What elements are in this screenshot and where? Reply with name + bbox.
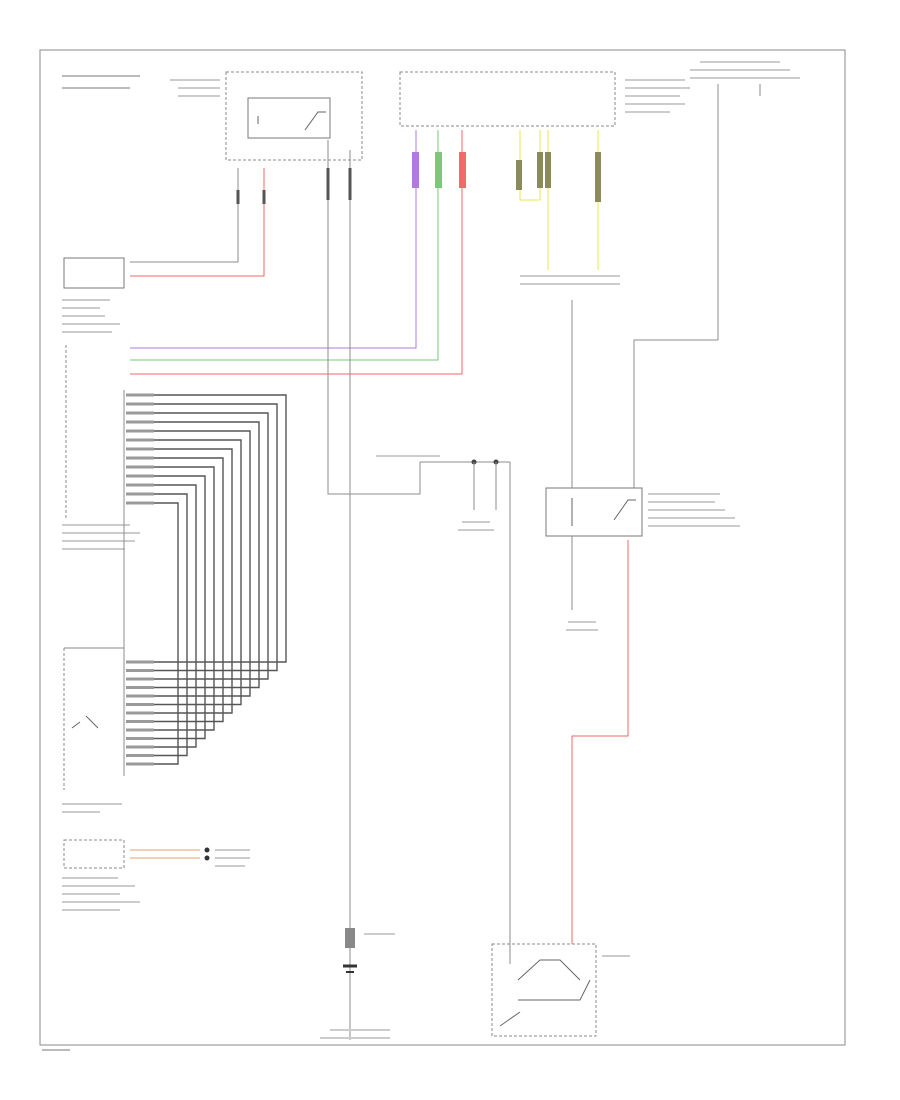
relay-down-wires — [326, 140, 421, 935]
harness-wire — [130, 493, 188, 757]
harness-wire-label — [126, 402, 154, 406]
harness-wire — [130, 502, 179, 765]
harness-wire-label — [126, 501, 154, 505]
harness-wire-label — [126, 754, 154, 757]
harness-wire — [130, 412, 269, 680]
harness-wire — [130, 403, 278, 672]
harness-wire-label — [126, 669, 154, 672]
fuse-panel — [690, 61, 800, 340]
harness-wire-label — [126, 474, 154, 478]
harness-wire — [130, 484, 197, 748]
harness-wire-label — [126, 660, 154, 664]
gear-selector-module — [62, 647, 124, 813]
starter-relay — [545, 300, 740, 631]
diagram-frame — [39, 49, 846, 1046]
harness-wire-label — [126, 720, 154, 723]
harness-wire — [130, 448, 233, 714]
harness-wire-label — [126, 420, 154, 424]
harness-wire-label — [126, 483, 154, 487]
harness-wire-label — [126, 465, 154, 469]
yellow-sensor-wires — [516, 130, 620, 285]
harness-wire — [130, 394, 287, 663]
harness-wire-label — [126, 737, 154, 740]
harness-wire-label — [126, 429, 154, 433]
selector-lever-module — [62, 839, 250, 911]
harness-wire-label — [126, 411, 154, 415]
harness-wire-label — [126, 711, 154, 715]
harness-wire-label — [126, 447, 154, 451]
colored-signal-wires — [130, 130, 466, 375]
harness-wire-label — [126, 438, 154, 442]
harness-wire-label — [126, 694, 154, 698]
harness-wire-label — [126, 492, 154, 496]
ground-splice — [376, 455, 511, 940]
harness-wire — [130, 430, 251, 697]
harness-wire-label — [126, 703, 154, 706]
harness-wire — [130, 439, 242, 706]
production-notes — [62, 75, 140, 89]
harness-wire-label — [126, 686, 154, 689]
harness-wire-label — [126, 456, 154, 460]
harness-wire-label — [126, 677, 154, 681]
harness-wire — [130, 475, 206, 740]
harness-wire — [130, 457, 224, 723]
harness-wire-label — [126, 393, 154, 397]
wires-relay-to-module — [130, 168, 266, 277]
harness-wire — [130, 466, 215, 731]
wire-harness-bundle — [123, 390, 287, 776]
harness-wire-label — [126, 745, 154, 749]
starter-motor — [491, 940, 630, 1037]
control-module-top — [399, 71, 690, 127]
harness-wire — [130, 421, 260, 689]
battery — [320, 928, 395, 1040]
harness-wire-label — [126, 728, 154, 732]
module-left-transmission — [62, 345, 140, 550]
relay-module-top — [170, 71, 363, 161]
module-left-1 — [62, 257, 125, 333]
starter-feed-wire — [571, 540, 629, 944]
harness-wire-label — [126, 762, 154, 766]
